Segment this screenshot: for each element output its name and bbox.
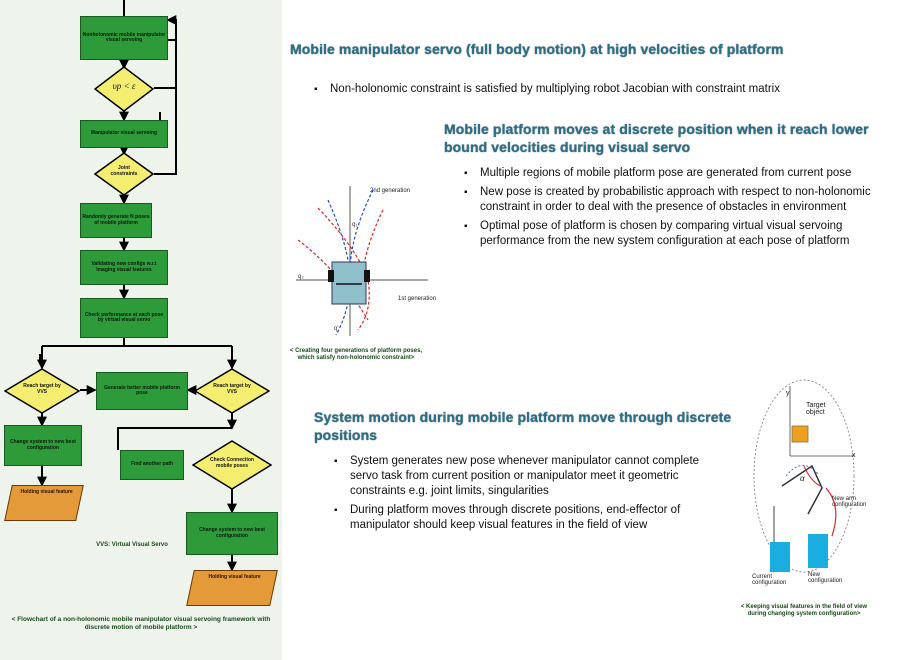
section2-bullet-3: Optimal pose of platform is chosen by co…	[462, 219, 887, 249]
section1-heading: Mobile manipulator servo (full body moti…	[290, 41, 784, 57]
flow-parallelogram-left: Holding visual feature	[4, 485, 84, 521]
section2-heading: Mobile platform moves at discrete positi…	[444, 121, 869, 155]
section2-bullet-2: New pose is created by probabilistic app…	[462, 185, 887, 215]
figure2-alpha-label: α	[800, 474, 805, 483]
section1-bullet-1: Non-holonomic constraint is satisfied by…	[312, 82, 892, 97]
flow-parallelogram-right: Holding visual feature	[186, 570, 278, 606]
figure1-gen1-label: 1st generation	[398, 296, 437, 302]
decision-connection-label: Check Connection mobile poses	[210, 457, 254, 469]
para-left-label: Holding visual feature	[20, 489, 73, 495]
para-right-label: Holding visual feature	[208, 574, 261, 580]
flow-box-manipulator-servoing: Manipulator visual servoing	[80, 120, 168, 148]
decision-right-label: Reach target by VVS	[213, 383, 251, 395]
svg-text:q': q'	[334, 326, 338, 332]
figure2-y-label: y	[786, 390, 790, 397]
svg-text:q₂: q₂	[298, 274, 304, 280]
figure2-current-label: Current configuration	[752, 574, 787, 586]
section3-heading: System motion during mobile platform mov…	[314, 409, 732, 443]
figure2-new-label: New configuration	[808, 572, 843, 584]
flow-box-validate-configs: Validating new configs w.r.t Imaging vis…	[80, 250, 168, 285]
figure-arm-configuration	[742, 376, 866, 598]
section2-bullet-1: Multiple regions of mobile platform pose…	[462, 166, 887, 181]
figure2-x-label: x	[852, 452, 856, 459]
flow-box-visual-servoing: Nonholonomic mobile manipulator visual s…	[80, 16, 168, 60]
flow-box-generate-better-pose: Generate better mobile platform pose	[96, 372, 188, 410]
flow-decision-joint-constraints	[94, 152, 154, 196]
figure1-gen2-label: 2nd generation	[370, 188, 411, 194]
section2-bullets: Multiple regions of mobile platform pose…	[462, 166, 887, 253]
flow-box-check-performance: Check performance at each pose by virtua…	[80, 298, 168, 338]
figure-platform-generations: q₂ q₁ q'	[288, 180, 434, 340]
vvs-label: VVS: Virtual Visual Servo	[96, 542, 168, 548]
figure2-target-label: Target object	[806, 402, 826, 416]
section1-bullets: Non-holonomic constraint is satisfied by…	[312, 82, 892, 101]
figure2-new-arm-label: New arm configuration	[832, 496, 867, 508]
flow-decision-right	[194, 368, 270, 414]
flow-decision-left	[4, 368, 80, 414]
flow-decision-velocity	[94, 66, 154, 112]
flow-box-find-another-path: Find another path	[120, 450, 184, 480]
flow-box-change-config-right: Change system to new best configuration	[186, 512, 278, 555]
section3-bullet-1: System generates new pose whenever manip…	[332, 454, 722, 499]
figure1-caption: < Creating four generations of platform …	[289, 348, 423, 362]
flow-decision-connection	[192, 440, 272, 490]
section3-bullet-2: During platform moves through discrete p…	[332, 503, 722, 533]
svg-text:q₁: q₁	[352, 222, 357, 228]
flowchart-caption: < Flowchart of a non-holonomic mobile ma…	[11, 616, 271, 631]
decision-velocity-label: υp < ε	[112, 81, 136, 91]
flow-box-generate-poses: Randomly generate N poses of mobile plat…	[80, 203, 152, 238]
decision-joint-label: Joint constraints	[110, 165, 138, 177]
flow-box-change-config-left: Change system to new best configuration	[4, 425, 82, 466]
section3-bullets: System generates new pose whenever manip…	[332, 454, 722, 537]
decision-left-label: Reach target by VVS	[23, 383, 61, 395]
figure2-caption: < Keeping visual features in the field o…	[740, 604, 868, 618]
